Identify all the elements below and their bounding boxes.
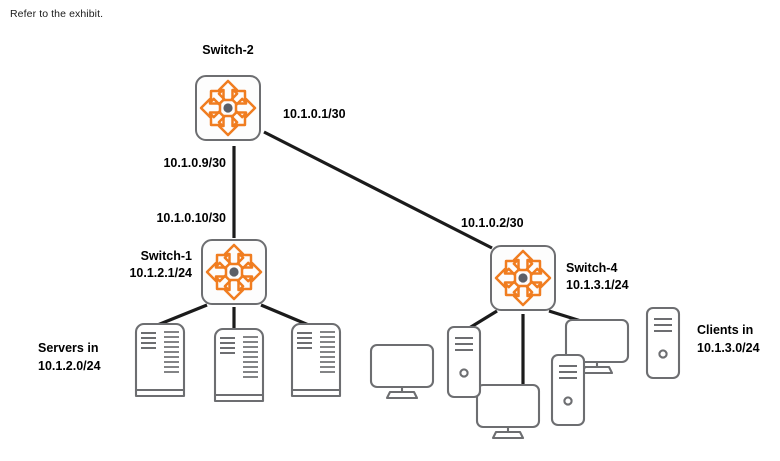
tower-3[interactable] [645,306,681,380]
link-switch2-switch4 [263,130,493,250]
servers-group-label-line1: Servers in [38,341,98,355]
switch-2-name-label: Switch-2 [202,43,253,57]
clients-group-label-line2: 10.1.3.0/24 [697,341,760,355]
server-3[interactable] [290,322,342,398]
tower-1[interactable] [446,325,482,399]
switch-1-address-label: 10.1.2.1/24 [129,266,192,280]
switch-2-icon [199,79,257,137]
access-link-switch1-server3 [260,303,312,328]
node-switch-1[interactable] [201,239,267,305]
server-2-body [213,327,265,403]
monitor-2[interactable] [564,318,630,375]
switch-4-name-label: Switch-4 [566,261,617,275]
interface-label-10-1-0-1: 10.1.0.1/30 [283,107,346,121]
monitor-1[interactable] [369,343,435,400]
monitor-1-screen [369,343,435,389]
trunk-links [232,130,493,250]
switch-4-hub-dot [518,273,528,283]
tower-3-power-button [658,349,668,359]
interface-label-10-1-0-2: 10.1.0.2/30 [461,216,524,230]
tower-1-power-button [459,368,469,378]
clients-group-label-line1: Clients in [697,323,753,337]
access-link-switch1-server1 [154,303,208,328]
monitor-2-stand [580,365,614,375]
interface-label-10-1-0-10: 10.1.0.10/30 [156,211,226,225]
monitor-3-screen [475,383,541,429]
access-links-switch1 [154,303,312,331]
monitor-3-stand [491,430,525,440]
server-3-body [290,322,342,398]
server-1[interactable] [134,322,186,398]
switch-4-icon [494,249,552,307]
node-switch-2[interactable] [195,75,261,141]
switch-4-address-label: 10.1.3.1/24 [566,278,629,292]
server-1-body [134,322,186,398]
switch-1-icon [205,243,263,301]
interface-label-10-1-0-9: 10.1.0.9/30 [163,156,226,170]
node-switch-4[interactable] [490,245,556,311]
switch-2-hub-dot [223,103,233,113]
tower-2-power-button [563,396,573,406]
tower-2[interactable] [550,353,586,427]
monitor-3[interactable] [475,383,541,440]
monitor-1-stand [385,390,419,400]
switch-1-name-label: Switch-1 [141,249,192,263]
servers-group-label-line2: 10.1.2.0/24 [38,359,101,373]
exhibit-prompt-text: Refer to the exhibit. [10,8,104,20]
server-2[interactable] [213,327,265,403]
switch-1-hub-dot [229,267,239,277]
